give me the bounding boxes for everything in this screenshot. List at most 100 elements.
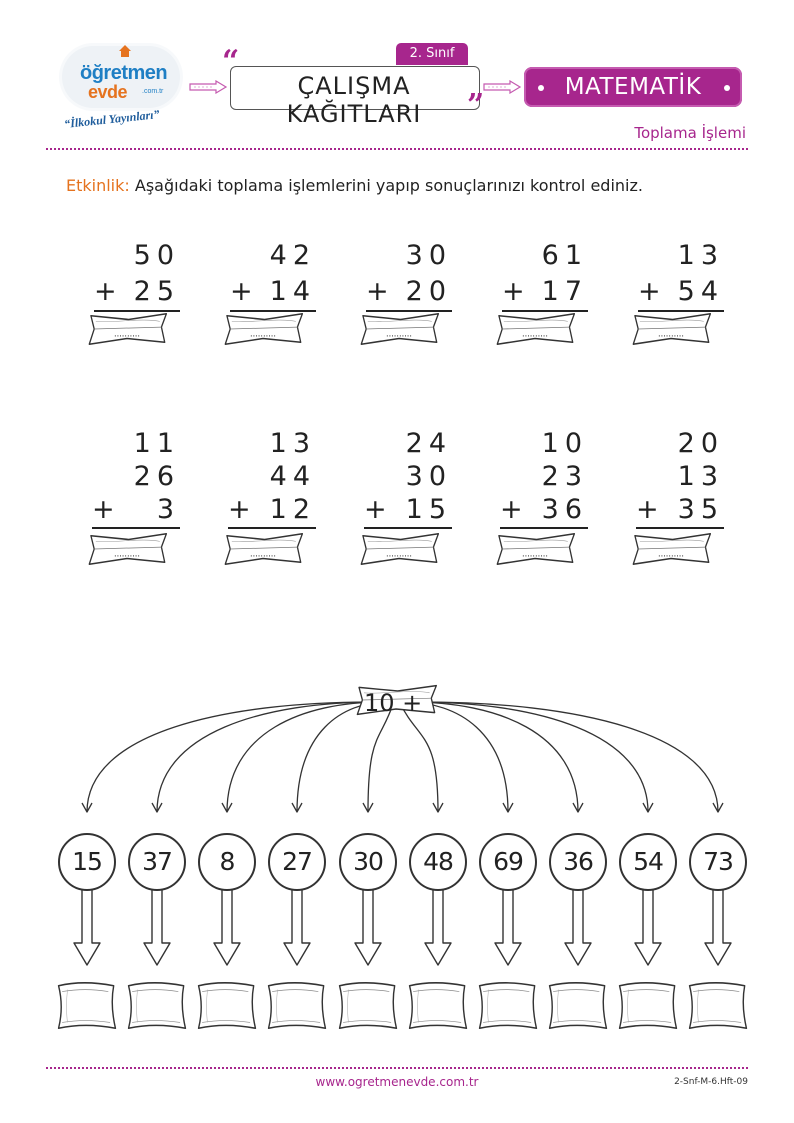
plus-sign: +: [636, 494, 659, 525]
addend-bottom: 36: [541, 494, 588, 525]
arrowhead-icon: [432, 802, 444, 813]
arrow-right-icon: [189, 80, 228, 94]
addend-bottom: 3: [156, 494, 180, 525]
addend-top: 11: [133, 428, 180, 459]
logo-top-text: öğretmen: [80, 62, 168, 84]
footer-url: www.ogretmenevde.com.tr: [315, 1075, 479, 1089]
addition-problem: 42+14: [220, 240, 340, 350]
addend-top: 50: [133, 240, 180, 271]
plus-sign: +: [364, 494, 387, 525]
result-box[interactable]: [336, 978, 400, 1036]
addition-problem: 30+20: [356, 240, 476, 350]
addition-problem: 13 +54: [628, 240, 748, 350]
addend-bottom: 35: [677, 494, 724, 525]
activity-text: Aşağıdaki toplama işlemlerini yapıp sonu…: [134, 176, 643, 195]
answer-box[interactable]: ..........: [494, 310, 576, 348]
addend-top: 24: [405, 428, 452, 459]
arrowhead-icon: [291, 802, 303, 813]
result-box[interactable]: [406, 978, 470, 1036]
answer-box[interactable]: ..........: [630, 530, 712, 568]
branch-arrow-line: [410, 701, 579, 813]
down-arrow-icon: [354, 890, 382, 966]
down-arrow-icon: [283, 890, 311, 966]
number-circle: 73: [689, 833, 747, 891]
number-circle: 48: [409, 833, 467, 891]
answer-dots: ..........: [250, 329, 276, 340]
branch-arrow-line: [421, 701, 719, 813]
publisher-logo: öğretmen evde .com.tr “İlkokul Yayınları…: [58, 40, 188, 131]
addend-bottom: 15: [405, 494, 452, 525]
logo-bottom-text: evde: [88, 82, 128, 102]
result-box[interactable]: [265, 978, 329, 1036]
down-arrow-icon: [494, 890, 522, 966]
arrowhead-icon: [712, 802, 724, 813]
result-box[interactable]: [546, 978, 610, 1036]
down-arrow-icon: [213, 890, 241, 966]
down-arrow-icon: [634, 890, 662, 966]
addend-middle: 26: [133, 461, 180, 492]
down-arrow-icon: [73, 890, 101, 966]
bullet-dot-icon: [538, 85, 544, 91]
result-box[interactable]: [476, 978, 540, 1036]
house-icon: [119, 45, 131, 57]
answer-box[interactable]: ..........: [222, 530, 304, 568]
branch-arrow-line: [367, 701, 395, 813]
arrowhead-icon: [642, 802, 654, 813]
root-expression: 10 +: [364, 689, 423, 717]
answer-box[interactable]: ..........: [86, 310, 168, 348]
answer-box[interactable]: ..........: [630, 310, 712, 348]
answer-box[interactable]: ..........: [358, 530, 440, 568]
result-box[interactable]: [125, 978, 189, 1036]
footer-divider: [46, 1067, 748, 1069]
addend-bottom: 25: [133, 276, 180, 307]
activity-label: Etkinlik:: [66, 176, 130, 195]
addend-bottom: 14: [269, 276, 316, 307]
number-circle: 54: [619, 833, 677, 891]
addend-bottom: 17: [541, 276, 588, 307]
result-box[interactable]: [55, 978, 119, 1036]
plus-sign: +: [230, 276, 253, 307]
addend-top: 10: [541, 428, 588, 459]
addend-bottom: 20: [405, 276, 452, 307]
down-arrow-icon: [564, 890, 592, 966]
number-circle: 37: [128, 833, 186, 891]
logo-domain: .com.tr: [142, 88, 164, 95]
plus-sign: +: [638, 276, 661, 307]
subject-label: MATEMATİK: [564, 74, 702, 100]
answer-dots: ..........: [522, 549, 548, 560]
answer-box[interactable]: ..........: [86, 530, 168, 568]
header-divider: [46, 148, 748, 150]
addend-bottom: 54: [677, 276, 724, 307]
quote-close-mark: ”: [467, 88, 485, 123]
answer-dots: ..........: [114, 329, 140, 340]
addend-bottom: 12: [269, 494, 316, 525]
answer-dots: ..........: [658, 329, 684, 340]
number-circle: 15: [58, 833, 116, 891]
addend-top: 20: [677, 428, 724, 459]
plus-sign: +: [92, 494, 115, 525]
answer-box[interactable]: ..........: [222, 310, 304, 348]
plus-sign: +: [228, 494, 251, 525]
result-box[interactable]: [195, 978, 259, 1036]
arrow-right-icon: [483, 80, 522, 94]
arrowhead-icon: [502, 802, 514, 813]
plus-sign: +: [94, 276, 117, 307]
plus-sign: +: [502, 276, 525, 307]
addition-problem: 50 +25: [84, 240, 204, 350]
sum-line: [228, 527, 316, 529]
number-circle: 69: [479, 833, 537, 891]
addend-top: 13: [677, 240, 724, 271]
answer-dots: ..........: [522, 329, 548, 340]
branch-arrow-line: [156, 701, 377, 813]
answer-box[interactable]: ..........: [494, 530, 576, 568]
result-box[interactable]: [686, 978, 750, 1036]
branch-arrow-line: [398, 701, 439, 813]
sum-line: [500, 527, 588, 529]
answer-dots: ..........: [386, 549, 412, 560]
title-frame: [230, 66, 480, 110]
result-box[interactable]: [616, 978, 680, 1036]
number-circle: 36: [549, 833, 607, 891]
answer-box[interactable]: ..........: [358, 310, 440, 348]
